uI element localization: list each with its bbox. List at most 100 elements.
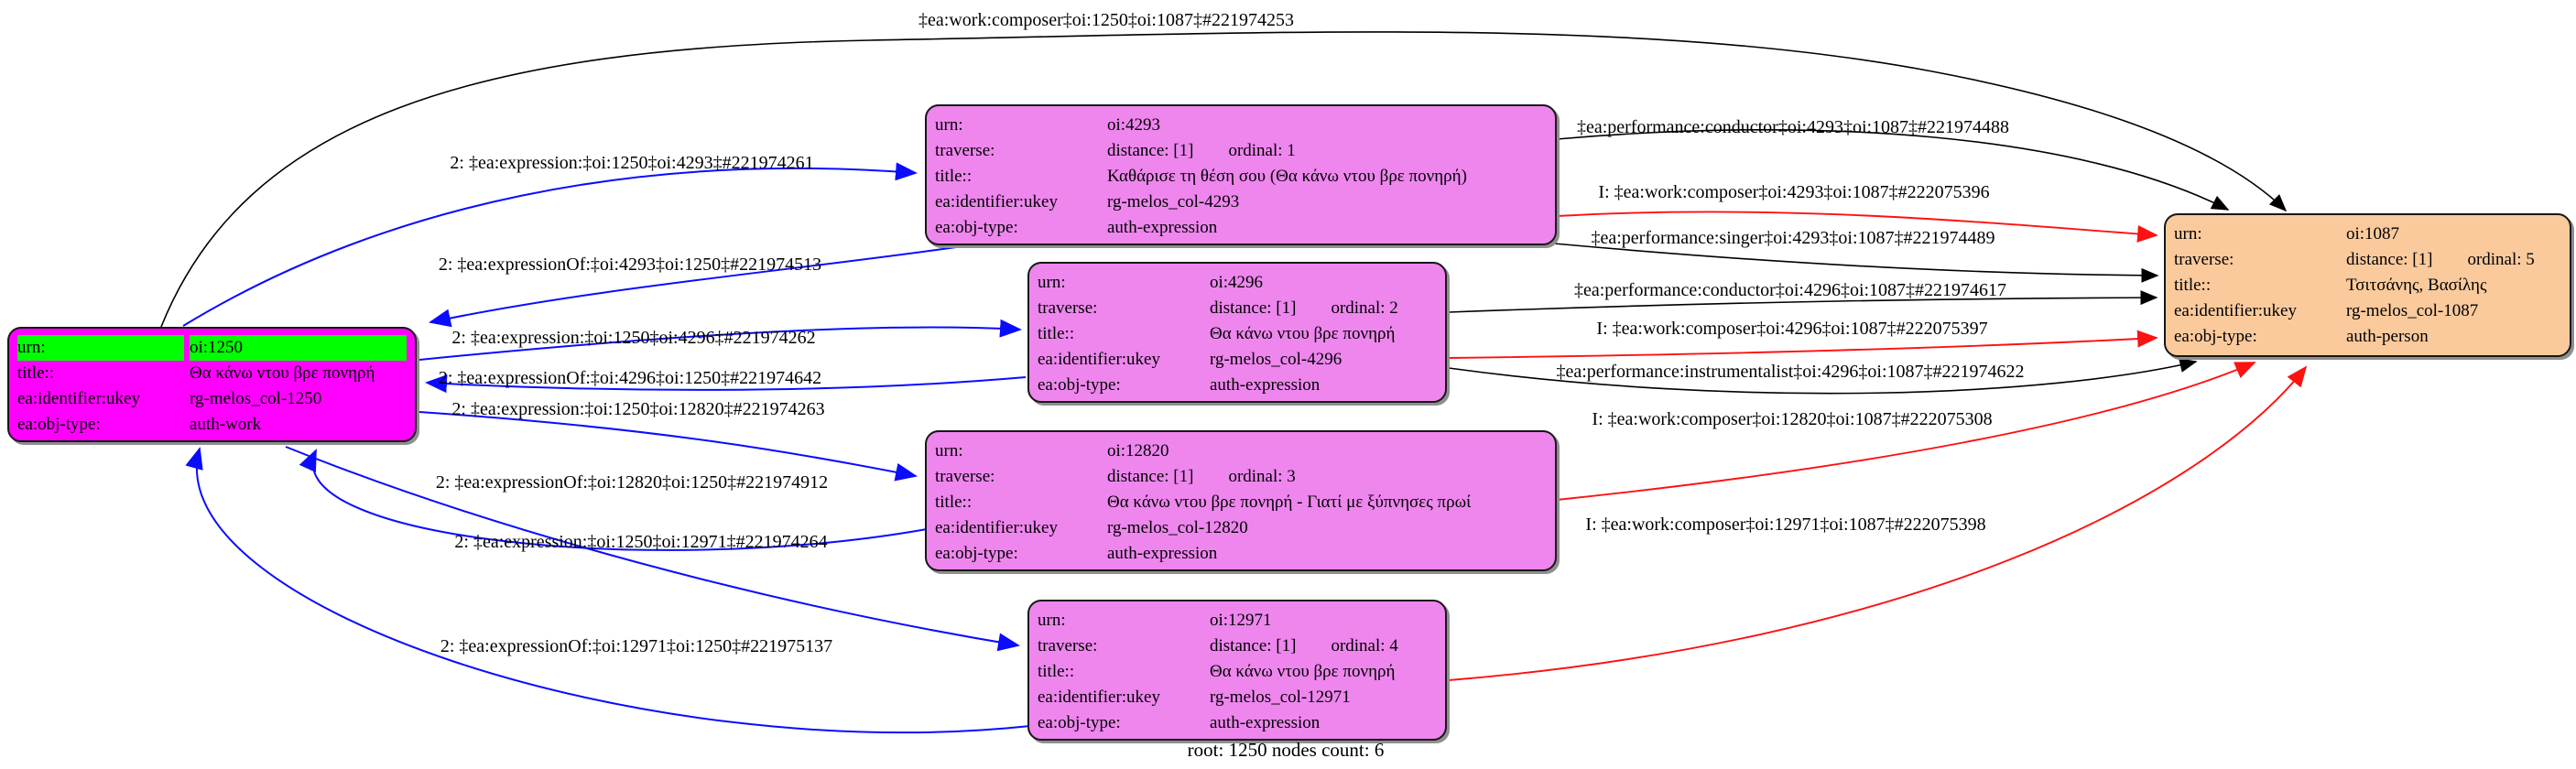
node-row-ukey: ea:identifier:ukey rg-melos_col-1250 [9,386,415,412]
field-value: oi:12820 [1107,441,1169,460]
field-value: rg-melos_col-12820 [1107,518,1248,537]
field-label: ea:obj-type: [935,544,1018,563]
field-label: urn: [1038,611,1066,630]
edge-label-ea-expression-1250-4296: 2: ‡ea:expression:‡oi:1250‡oi:4296‡#2219… [451,328,816,348]
field-label: urn: [17,335,184,361]
edge-label-ea-work-composer-12820-1087: I: ‡ea:work:composer‡oi:12820‡oi:1087‡#2… [1592,409,1993,429]
field-label: title:: [935,493,973,512]
edge-ea-work-composer-4296-1087 [1448,330,2158,359]
field-label: ea:identifier:ukey [17,389,140,408]
node-oi-12820[interactable]: urn: oi:12820 traverse: distance: [1] or… [925,430,1557,571]
field-label: ea:identifier:ukey [1038,350,1160,369]
node-row-urn: urn: oi:1087 [2166,222,2570,247]
edge-label-ea-performance-instrumentalist-4296-1087: ‡ea:performance:instrumentalist‡oi:4296‡… [1556,362,2025,382]
node-row-objtype: ea:obj-type: auth-expression [927,541,1555,567]
field-value: Θα κάνω ντου βρε πονηρή - Γιατί με ξύπνη… [1107,493,1472,512]
edge-label-ea-expressionOf-12820-1250: 2: ‡ea:expressionOf:‡oi:12820‡oi:1250‡#2… [435,472,829,493]
field-value: rg-melos_col-1250 [190,389,322,408]
field-label: traverse: [935,141,995,160]
node-row-objtype: ea:obj-type: auth-expression [927,215,1555,241]
edge-ea-expression-1250-12820 [418,411,918,482]
field-label: ea:obj-type: [2174,327,2257,346]
field-value: distance: [1] ordinal: 4 [1210,634,1437,659]
field-value: auth-expression [1210,375,1321,395]
field-value: auth-expression [1107,218,1218,237]
field-value: rg-melos_col-4293 [1107,192,1240,211]
node-row-urn: urn: oi:12820 [927,439,1555,464]
field-value: Καθάρισε τη θέση σου (Θα κάνω ντου βρε π… [1107,167,1467,186]
field-value: oi:12971 [1210,611,1272,630]
node-oi-4293[interactable]: urn: oi:4293 traverse: distance: [1] ord… [925,104,1557,245]
field-value: Θα κάνω ντου βρε πονηρή [1210,324,1396,343]
node-row-ukey: ea:identifier:ukey rg-melos_col-12971 [1029,685,1445,710]
node-row-objtype: ea:obj-type: auth-expression [1029,710,1445,736]
field-value: auth-person [2346,327,2429,346]
field-value: rg-melos_col-4296 [1210,350,1342,369]
node-row-objtype: ea:obj-type: auth-expression [1029,373,1445,398]
edge-label-ea-expression-1250-12971: 2: ‡ea:expression:‡oi:1250‡oi:12971‡#221… [454,532,828,552]
field-value: distance: [1] ordinal: 5 [2346,247,2561,273]
field-value: oi:1087 [2346,224,2400,244]
node-row-ukey: ea:identifier:ukey rg-melos_col-12820 [927,515,1555,541]
field-value: distance: [1] ordinal: 3 [1107,464,1547,490]
node-oi-4296[interactable]: urn: oi:4296 traverse: distance: [1] ord… [1027,262,1447,403]
edge-label-ea-expressionOf-4293-1250: 2: ‡ea:expressionOf:‡oi:4293‡oi:1250‡#22… [438,255,822,275]
node-row-urn: urn: oi:4293 [927,113,1555,138]
edge-ea-work-composer-12820-1087 [1556,362,2256,501]
node-row-ukey: ea:identifier:ukey rg-melos_col-1087 [2166,298,2570,324]
edge-label-ea-performance-singer-4293-1087: ‡ea:performance:singer‡oi:4293‡oi:1087‡#… [1591,228,1995,248]
field-label: traverse: [1038,636,1098,655]
field-value: auth-work [190,415,262,434]
node-row-ukey: ea:identifier:ukey rg-melos_col-4293 [927,190,1555,215]
node-row-urn: urn: oi:1250 [9,335,415,361]
edge-ea-expression-1250-4296 [418,319,1022,361]
field-label: title:: [17,363,55,383]
edge-ea-work-composer-1250-1087 [160,31,2288,328]
field-value: Τσιτσάνης, Βασίλης [2346,276,2487,295]
edge-ea-work-composer-4293-1087 [1556,211,2158,243]
node-oi-1250[interactable]: urn: oi:1250 title:: Θα κάνω ντου βρε πο… [7,327,417,442]
traverse-ordinal: ordinal: 1 [1228,141,1296,160]
node-oi-1087[interactable]: urn: oi:1087 traverse: distance: [1] ord… [2164,213,2571,357]
field-value: Θα κάνω ντου βρε πονηρή [190,363,375,383]
edge-label-ea-performance-conductor-4296-1087: ‡ea:performance:conductor‡oi:4296‡oi:108… [1573,280,2007,300]
edge-ea-expressionOf-4293-1250 [429,244,970,328]
field-value: rg-melos_col-12971 [1210,688,1351,707]
traverse-distance: distance: [1] [1210,298,1297,318]
node-row-title: title:: Τσιτσάνης, Βασίλης [2166,273,2570,298]
field-value: oi:4293 [1107,115,1161,135]
edge-label-ea-expression-1250-4293: 2: ‡ea:expression:‡oi:1250‡oi:4293‡#2219… [450,153,814,173]
edge-ea-expressionOf-12820-1250 [299,449,928,551]
field-label: title:: [1038,324,1075,343]
node-row-objtype: ea:obj-type: auth-person [2166,324,2570,350]
node-row-title: title:: Θα κάνω ντου βρε πονηρή [1029,321,1445,347]
field-value: auth-expression [1107,544,1218,563]
edge-label-ea-expression-1250-12820: 2: ‡ea:expression:‡oi:1250‡oi:12820‡#221… [451,399,825,419]
node-oi-12971[interactable]: urn: oi:12971 traverse: distance: [1] or… [1027,600,1447,741]
edge-label-ea-work-composer-1250-1087: ‡ea:work:composer‡oi:1250‡oi:1087‡#22197… [918,10,1294,30]
field-label: ea:identifier:ukey [1038,688,1160,707]
field-label: ea:obj-type: [17,415,101,434]
field-value: oi:4296 [1210,273,1264,292]
field-value: auth-expression [1210,713,1321,732]
node-row-objtype: ea:obj-type: auth-work [9,412,415,438]
node-row-urn: urn: oi:12971 [1029,608,1445,634]
traverse-distance: distance: [1] [1107,467,1194,486]
node-row-traverse: traverse: distance: [1] ordinal: 3 [927,464,1555,490]
traverse-distance: distance: [1] [1107,141,1194,160]
field-value: rg-melos_col-1087 [2346,301,2479,320]
edge-ea-work-composer-12971-1087 [1448,365,2308,681]
edge-ea-expressionOf-4296-1250 [425,374,1027,394]
field-label: ea:obj-type: [1038,375,1121,395]
field-value: distance: [1] ordinal: 2 [1210,296,1437,321]
traverse-ordinal: ordinal: 5 [2467,250,2535,269]
traverse-ordinal: ordinal: 4 [1331,636,1398,655]
field-label: title:: [935,167,973,186]
field-label: title:: [2174,276,2212,295]
field-value: distance: [1] ordinal: 1 [1107,138,1547,164]
graph-caption: root: 1250 nodes count: 6 [1187,739,1385,761]
field-label: urn: [2174,224,2202,244]
node-row-traverse: traverse: distance: [1] ordinal: 4 [1029,634,1445,659]
field-label: urn: [935,441,963,460]
